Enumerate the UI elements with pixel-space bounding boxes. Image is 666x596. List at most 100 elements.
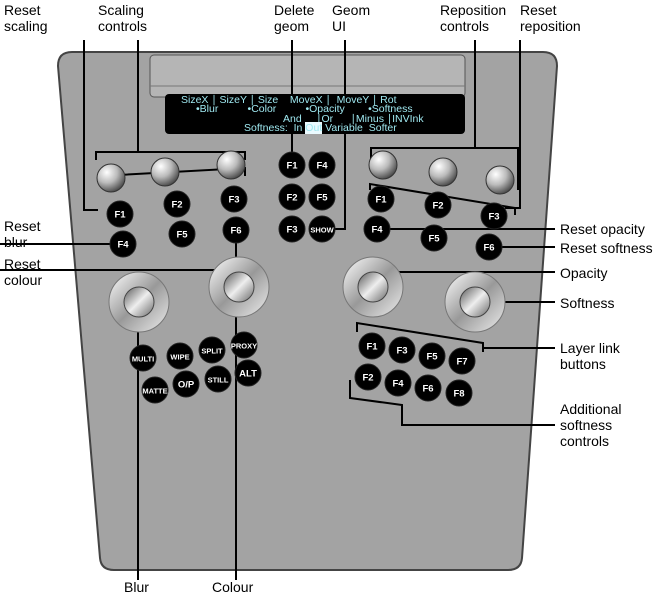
button-label: F2 bbox=[286, 193, 297, 204]
button-label: F3 bbox=[286, 225, 297, 236]
button-label: SPLIT bbox=[201, 347, 223, 356]
trackball-knob[interactable] bbox=[150, 157, 180, 187]
label-layer-link-buttons: Layer link buttons bbox=[560, 340, 620, 372]
left-button-f5[interactable]: F5 bbox=[168, 220, 196, 248]
trackball-knob[interactable] bbox=[96, 163, 126, 193]
left-button-f3[interactable]: F3 bbox=[220, 185, 248, 213]
button-label: F6 bbox=[422, 384, 433, 395]
button-label: F5 bbox=[176, 230, 188, 241]
layer-link-button-f5[interactable]: F5 bbox=[418, 342, 446, 370]
button-label: F4 bbox=[371, 225, 383, 236]
label-reset-reposition: Reset reposition bbox=[520, 2, 581, 34]
label-reset-softness: Reset softness bbox=[560, 240, 653, 256]
label-reset-colour: Reset colour bbox=[4, 256, 43, 288]
button-label: F4 bbox=[392, 379, 404, 390]
button-label: ALT bbox=[239, 369, 257, 380]
button-label: F3 bbox=[396, 346, 407, 357]
label-colour: Colour bbox=[212, 579, 254, 595]
label-blur: Blur bbox=[124, 579, 149, 595]
mode-button-op[interactable]: O/P bbox=[172, 370, 200, 398]
right-button-f4[interactable]: F4 bbox=[363, 215, 391, 243]
colour-wheel[interactable] bbox=[208, 256, 270, 318]
right-button-f5[interactable]: F5 bbox=[420, 224, 448, 252]
button-label: F5 bbox=[428, 234, 440, 245]
opacity-wheel[interactable] bbox=[342, 256, 404, 318]
button-label: MULTI bbox=[132, 355, 154, 364]
button-label: F4 bbox=[316, 161, 328, 172]
mode-button-matte[interactable]: MATTE bbox=[141, 376, 169, 404]
label-scaling-controls: Scaling controls bbox=[98, 2, 148, 34]
lcd-display: SizeX ∣ SizeY ∣ Size MoveX ∣ MoveY ∣ Rot… bbox=[165, 94, 465, 134]
layer-link-button-f7[interactable]: F7 bbox=[448, 347, 476, 375]
display-row-1: SizeX ∣ SizeY ∣ Size MoveX ∣ MoveY ∣ Rot bbox=[181, 94, 397, 106]
softness-options: Variable Softer bbox=[322, 122, 397, 134]
button-label: F7 bbox=[456, 357, 467, 368]
trackball-knob[interactable] bbox=[368, 150, 398, 180]
mode-button-alt[interactable]: ALT bbox=[234, 359, 262, 387]
display-row-2: •Blur •Color •Opacity •Softness bbox=[196, 103, 413, 115]
softness-option-out[interactable]: Out bbox=[305, 122, 323, 134]
button-label: F2 bbox=[171, 200, 182, 211]
center-button-f1[interactable]: F1 bbox=[278, 151, 306, 179]
center-button-f5[interactable]: F5 bbox=[308, 183, 336, 211]
button-label: WIPE bbox=[170, 353, 189, 362]
label-opacity: Opacity bbox=[560, 265, 608, 281]
button-label: F1 bbox=[286, 161, 298, 172]
layer-link-button-f3[interactable]: F3 bbox=[388, 336, 416, 364]
label-reposition-controls: Reposition controls bbox=[440, 2, 507, 34]
mode-button-multi[interactable]: MULTI bbox=[129, 344, 157, 372]
left-button-f4[interactable]: F4 bbox=[109, 230, 137, 258]
center-button-f4[interactable]: F4 bbox=[308, 151, 336, 179]
button-label: F8 bbox=[453, 389, 464, 400]
button-label: F1 bbox=[114, 210, 126, 221]
label-delete-geom: Delete geom bbox=[274, 2, 315, 34]
display-housing bbox=[149, 54, 466, 98]
button-label: O/P bbox=[178, 380, 195, 391]
display-row-4: Softness: In Out Variable Softer bbox=[244, 122, 397, 134]
mode-button-still[interactable]: STILL bbox=[204, 365, 232, 393]
button-label: F3 bbox=[228, 195, 239, 206]
label-additional-softness: Additional softness controls bbox=[560, 401, 622, 449]
button-label: F4 bbox=[117, 240, 129, 251]
label-reset-blur: Reset blur bbox=[4, 218, 41, 250]
mode-button-proxy[interactable]: PROXY bbox=[230, 331, 258, 359]
button-label: F5 bbox=[316, 193, 328, 204]
layer-link-button-f6[interactable]: F6 bbox=[414, 374, 442, 402]
layer-link-button-f2[interactable]: F2 bbox=[354, 363, 382, 391]
right-button-f3[interactable]: F3 bbox=[480, 202, 508, 230]
left-button-f2[interactable]: F2 bbox=[163, 190, 191, 218]
layer-link-button-f4[interactable]: F4 bbox=[384, 369, 412, 397]
layer-link-button-f8[interactable]: F8 bbox=[445, 379, 473, 407]
trackball-knob[interactable] bbox=[485, 165, 515, 195]
trackball-knob[interactable] bbox=[428, 157, 458, 187]
softness-label: Softness: In bbox=[244, 122, 306, 134]
button-label: STILL bbox=[208, 376, 229, 385]
button-label: F6 bbox=[483, 243, 494, 254]
label-reset-opacity: Reset opacity bbox=[560, 221, 645, 237]
mode-button-wipe[interactable]: WIPE bbox=[166, 342, 194, 370]
right-button-f6[interactable]: F6 bbox=[475, 233, 503, 261]
mode-button-split[interactable]: SPLIT bbox=[198, 336, 226, 364]
left-button-f1[interactable]: F1 bbox=[106, 200, 134, 228]
display-row-3: And ∣Or ∣Minus ∣INVInk bbox=[283, 113, 424, 125]
softness-wheel[interactable] bbox=[444, 271, 506, 333]
button-label: F6 bbox=[230, 226, 241, 237]
button-label: F3 bbox=[488, 212, 499, 223]
blur-wheel[interactable] bbox=[108, 271, 170, 333]
trackball-knob[interactable] bbox=[216, 150, 246, 180]
layer-link-button-f1[interactable]: F1 bbox=[358, 332, 386, 360]
label-softness: Softness bbox=[560, 295, 615, 311]
button-label: F5 bbox=[426, 352, 438, 363]
center-button-show[interactable]: SHOW bbox=[308, 215, 336, 243]
right-button-f2[interactable]: F2 bbox=[424, 191, 452, 219]
center-button-f3[interactable]: F3 bbox=[278, 215, 306, 243]
button-label: F2 bbox=[362, 373, 373, 384]
button-label: F1 bbox=[375, 195, 387, 206]
left-button-f6[interactable]: F6 bbox=[222, 216, 250, 244]
button-label: MATTE bbox=[142, 387, 167, 396]
button-label: SHOW bbox=[310, 226, 334, 235]
right-button-f1[interactable]: F1 bbox=[367, 185, 395, 213]
button-label: PROXY bbox=[231, 342, 257, 351]
center-button-f2[interactable]: F2 bbox=[278, 183, 306, 211]
